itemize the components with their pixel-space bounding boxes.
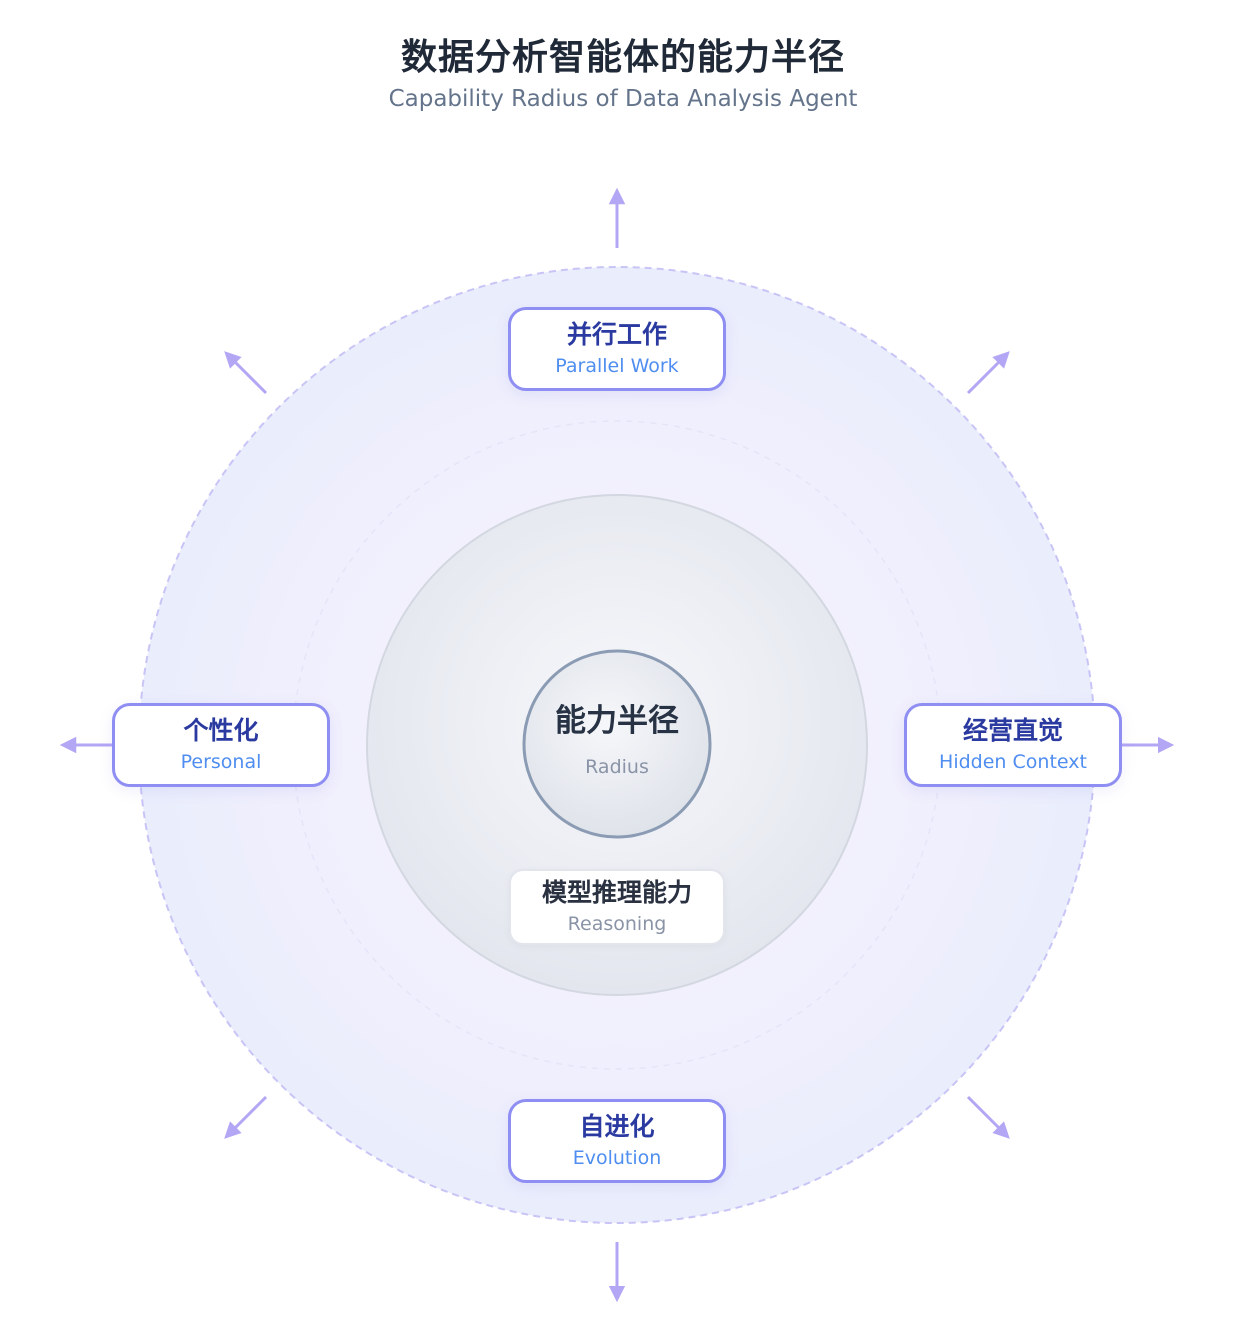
core-label: 能力半径 Radius (524, 651, 710, 837)
expansion-arrows (59, 187, 1175, 1303)
arrow-down-right-icon (966, 1095, 1010, 1139)
reasoning-card-title: 模型推理能力 (541, 878, 692, 907)
page-title: 数据分析智能体的能力半径 (400, 37, 845, 78)
arrow-up-right-icon (966, 351, 1010, 395)
capability-card-subtitle: Hidden Context (939, 751, 1087, 773)
reasoning-card-subtitle: Reasoning (567, 913, 667, 935)
reasoning-card: 模型推理能力 Reasoning (509, 869, 725, 945)
capability-card-title: 自进化 (579, 1112, 655, 1141)
arrow-up-left-icon (224, 351, 268, 395)
capability-card-hidden-context: 经营直觉 Hidden Context (904, 703, 1122, 787)
capability-card-parallel-work: 并行工作 Parallel Work (508, 307, 726, 391)
capability-card-title: 并行工作 (566, 320, 667, 349)
core-title: 能力半径 (555, 703, 679, 739)
capability-card-subtitle: Personal (180, 751, 262, 773)
core-subtitle: Radius (585, 756, 649, 778)
capability-card-subtitle: Evolution (572, 1147, 662, 1169)
page-subtitle: Capability Radius of Data Analysis Agent (388, 86, 858, 112)
capability-card-title: 个性化 (183, 716, 259, 745)
core-circle (522, 649, 712, 839)
arrow-down-left-icon (224, 1095, 268, 1139)
capability-card-evolution: 自进化 Evolution (508, 1099, 726, 1183)
capability-card-personal: 个性化 Personal (112, 703, 330, 787)
capability-card-title: 经营直觉 (962, 716, 1063, 745)
capability-card-subtitle: Parallel Work (555, 355, 679, 377)
